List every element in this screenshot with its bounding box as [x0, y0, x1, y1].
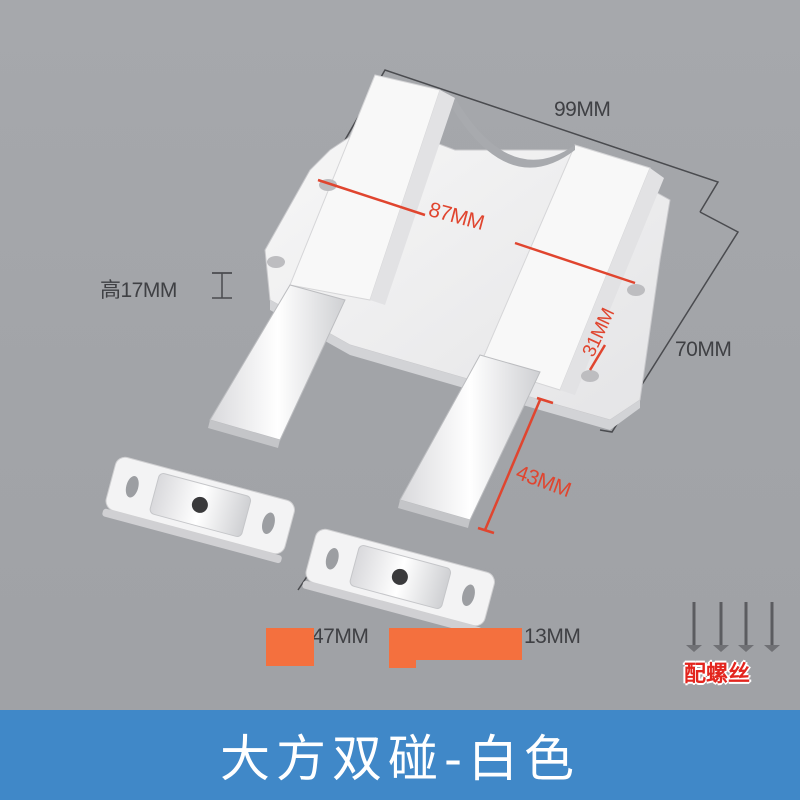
redaction-block-left — [266, 628, 314, 666]
redaction-block-right — [389, 628, 522, 660]
dimension-strike-plate-length: 47MM — [312, 625, 369, 648]
screws-icon — [692, 602, 774, 645]
accessory-label: 配螺丝 — [684, 662, 751, 687]
magnetic-catch-illustration — [102, 69, 780, 652]
product-photo: 99MM 87MM 高17MM 70MM 31MM 43MM 47MM 13MM… — [100, 69, 780, 687]
screw-heads — [686, 645, 780, 652]
dimension-overall-depth: 70MM — [675, 338, 732, 361]
dimension-strike-plate-width: 13MM — [524, 625, 581, 648]
dimension-overall-width: 99MM — [554, 98, 611, 121]
magnet-plungers — [208, 284, 541, 528]
red-dimension-lines — [317, 178, 636, 535]
banner-title: 大方双碰-白色 — [219, 730, 581, 788]
base-plate — [264, 74, 671, 430]
dimension-height: 高17MM — [100, 279, 177, 302]
strike-plates — [102, 456, 495, 636]
product-banner: 大方双碰-白色 — [0, 710, 800, 800]
redaction-block-right-tab — [389, 658, 416, 668]
